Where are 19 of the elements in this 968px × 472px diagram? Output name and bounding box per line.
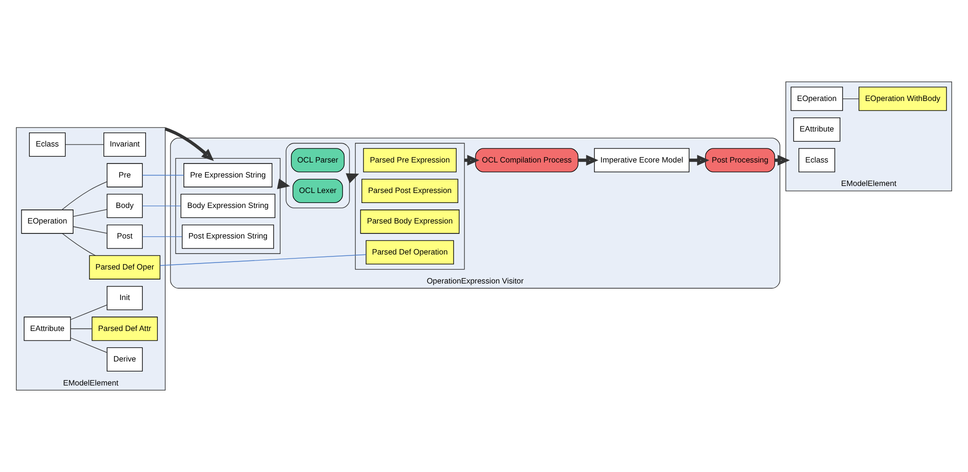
connector <box>70 304 108 320</box>
arrow <box>578 154 598 166</box>
connector <box>72 209 108 217</box>
connector <box>62 233 96 256</box>
connector <box>142 174 184 176</box>
connector <box>842 98 860 100</box>
connector <box>142 236 182 237</box>
arrow <box>689 154 710 166</box>
connector <box>160 254 366 266</box>
connector <box>61 181 108 210</box>
cluster <box>286 142 350 208</box>
arrow <box>277 178 290 190</box>
connector <box>70 338 108 353</box>
cluster <box>175 158 281 254</box>
connector <box>72 226 108 234</box>
connector <box>70 328 92 330</box>
cluster <box>354 142 465 270</box>
arrow <box>164 127 214 161</box>
connector <box>65 144 104 145</box>
